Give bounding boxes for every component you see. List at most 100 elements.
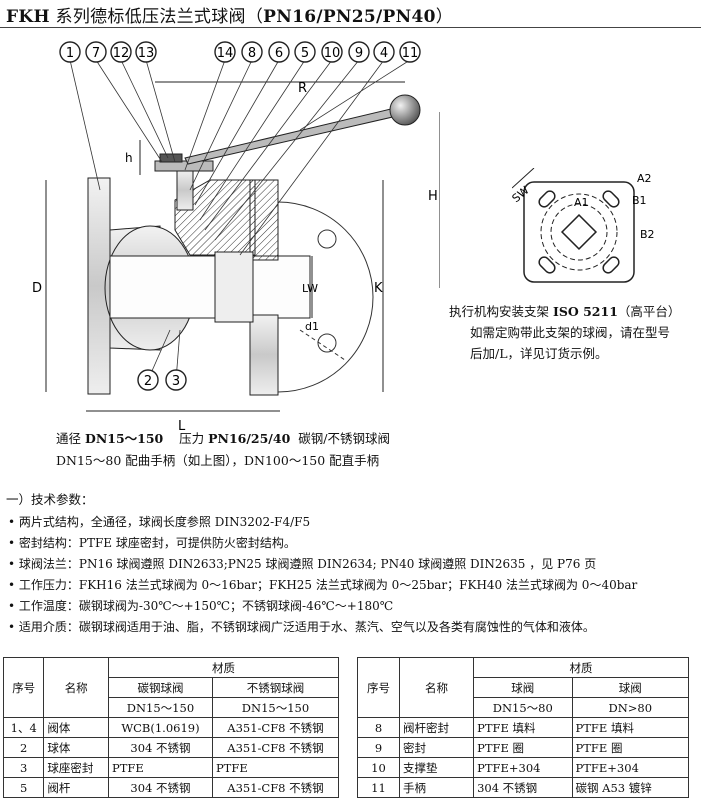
param-item: • 适用介质：碳钢球阀适用于油、脂，不锈钢球阀广泛适用于水、蒸汽、空气以及各类有… xyxy=(8,620,595,634)
header-name: 名称 xyxy=(398,657,475,718)
bracket-plate xyxy=(523,181,635,283)
bracket-pcd-a1 xyxy=(550,203,608,261)
stem-nut xyxy=(159,153,183,163)
sw-dim-line xyxy=(512,168,535,189)
bolt-hole-upper xyxy=(317,229,337,249)
dim-h-small-label: h xyxy=(125,151,133,165)
title-paren-close: ） xyxy=(435,7,454,27)
callout-circle xyxy=(373,41,395,63)
bolt-circle-arc xyxy=(277,201,374,393)
materials-table-left: 序号 名称 材质 碳钢球阀 不锈钢球阀 DN15～150 DN15～150 1、… xyxy=(2,657,340,798)
param-item: • 两片式结构，全通径，球阀长度参照 DIN3202-F4/F5 xyxy=(8,515,311,529)
right-flange-upper xyxy=(249,179,279,261)
callout-number: 3 xyxy=(172,374,180,389)
callout-number: 1 xyxy=(66,46,74,61)
spec-line-1: 通径 DN15～150 压力 PN16/25/40 碳钢/不锈钢球阀 xyxy=(56,428,390,447)
bracket-label-a1: A1 xyxy=(574,196,589,209)
bracket-title-post: （高平台） xyxy=(617,304,681,319)
header-col2-range: DN15～150 xyxy=(211,697,340,718)
gland-nut xyxy=(154,160,214,172)
title-main: 系列德标低压法兰式球阀 xyxy=(55,7,246,27)
spec-size-label: 通径 xyxy=(56,431,85,446)
bracket-label-a2: A2 xyxy=(637,172,652,185)
bracket-label-b1: B1 xyxy=(632,194,647,207)
header-col1-range: DN15～150 xyxy=(107,697,213,718)
header-material: 材质 xyxy=(107,657,340,678)
bore xyxy=(109,255,311,319)
header-col2: 不锈钢球阀 xyxy=(211,677,340,698)
header-no: 序号 xyxy=(2,657,45,718)
param-item: • 工作压力：FKH16 法兰式球阀为 0～16bar；FKH25 法兰式球阀为… xyxy=(8,578,638,592)
spec-material-text: 碳钢/不锈钢球阀 xyxy=(290,431,390,446)
callout-circle xyxy=(59,41,81,63)
header-col1: 球阀 xyxy=(473,677,573,698)
callout-number: 8 xyxy=(248,46,256,61)
bracket-label-b2: B2 xyxy=(640,228,655,241)
spec-pressure-value: PN16/25/40 xyxy=(208,431,291,446)
param-item: • 密封结构：PTFE 球座密封，可提供防火密封结构。 xyxy=(8,536,296,550)
bracket-note-line2: 后加/L，详见订货示例。 xyxy=(470,346,608,361)
callout-circle xyxy=(321,41,343,63)
callout-number: 10 xyxy=(324,46,341,61)
dim-lw-label: LW xyxy=(302,282,318,295)
callout-circle xyxy=(348,41,370,63)
pipe-right xyxy=(214,251,254,323)
callout-number: 9 xyxy=(355,46,363,61)
dim-r-label: R xyxy=(298,81,307,96)
leader-lines xyxy=(69,59,411,381)
dim-h-label: H xyxy=(428,189,438,204)
handle-knob xyxy=(389,94,421,126)
title-paren-open: （ xyxy=(245,7,264,27)
header-col2: 球阀 xyxy=(571,677,690,698)
dim-d-label: D xyxy=(32,281,42,296)
callout-number: 5 xyxy=(301,46,309,61)
param-item: • 工作温度：碳钢球阀为-30℃～+150℃；不锈钢球阀-46℃～+180℃ xyxy=(8,599,394,613)
spec-line-2: DN15～80 配曲手柄（如上图），DN100～150 配直手柄 xyxy=(56,453,380,468)
bracket-label-sw: SW xyxy=(512,184,532,206)
bracket-slots xyxy=(538,190,620,274)
header-material: 材质 xyxy=(473,657,689,678)
callout-number: 13 xyxy=(138,46,155,61)
callout-number: 11 xyxy=(402,46,419,61)
spec-size-value: DN15～150 xyxy=(84,431,164,446)
callout-circle xyxy=(85,41,107,63)
callout-circle xyxy=(135,41,157,63)
header-col2-range: DN>80 xyxy=(571,697,690,718)
right-flange-lower xyxy=(249,314,279,396)
callout-circle xyxy=(137,369,159,391)
dim-d1-label: d1 xyxy=(305,320,319,333)
callout-number: 14 xyxy=(217,46,234,61)
bracket-title: 执行机构安装支架 ISO 5211（高平台） xyxy=(449,301,680,320)
bracket-note-line1: 如需定购带此支架的球阀，请在型号 xyxy=(470,325,671,340)
header-col1: 碳钢球阀 xyxy=(107,677,213,698)
callout-circle xyxy=(294,41,316,63)
bracket-pcd-b1 xyxy=(540,193,618,271)
spec-pressure-label: 压力 xyxy=(163,431,209,446)
callout-circle xyxy=(268,41,290,63)
callout-circle xyxy=(214,41,236,63)
params-heading: 一）技术参数： xyxy=(6,492,94,507)
page-title: FKH 系列德标低压法兰式球阀（PN16/PN25/PN40） xyxy=(6,2,453,27)
callout-number: 4 xyxy=(380,46,388,61)
bolt-hole-lower xyxy=(317,333,337,353)
callout-circle xyxy=(241,41,263,63)
title-rule xyxy=(0,27,701,28)
header-no: 序号 xyxy=(357,657,400,718)
iso5211-bracket-drawing: SW A1 A2 B1 B2 xyxy=(512,168,655,283)
bracket-square-drive xyxy=(560,213,598,251)
header-col1-range: DN15～80 xyxy=(473,697,573,718)
callout-number: 12 xyxy=(113,46,130,61)
callout-circle xyxy=(110,41,132,63)
title-codes: PN16/PN25/PN40 xyxy=(263,7,436,27)
title-prefix: FKH xyxy=(6,7,50,27)
